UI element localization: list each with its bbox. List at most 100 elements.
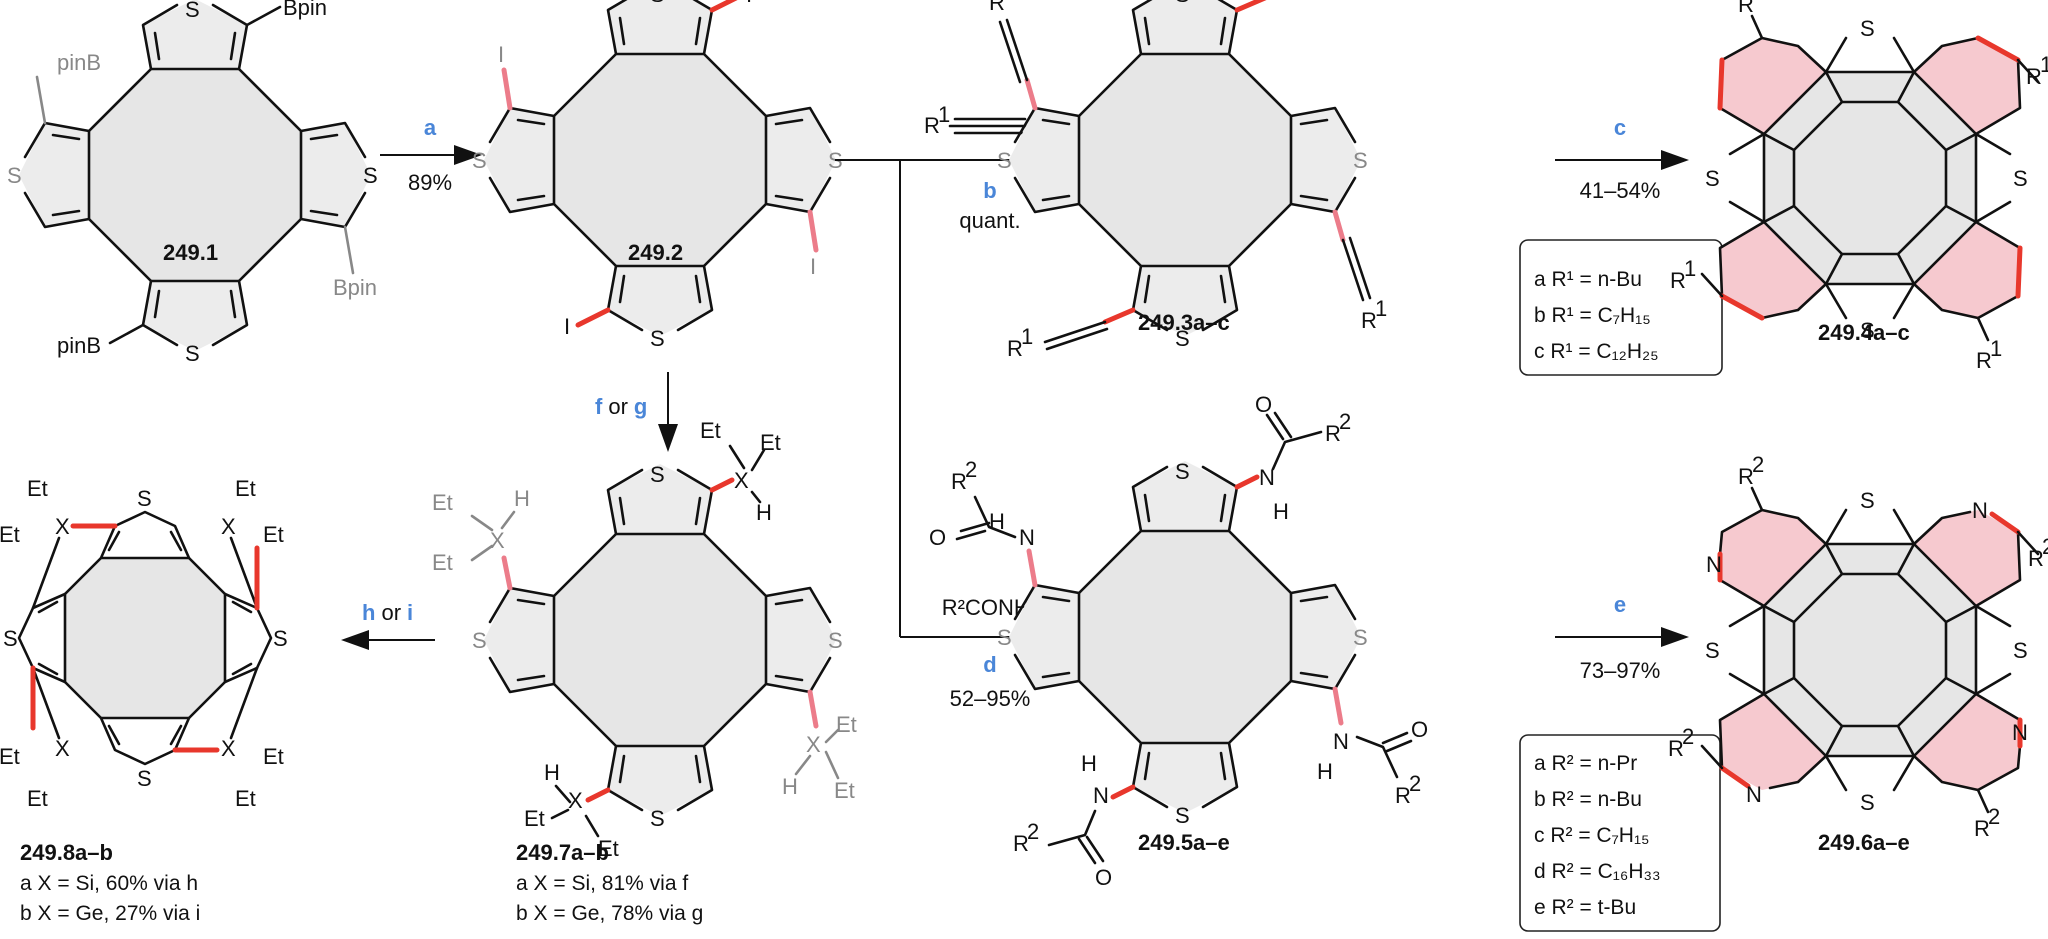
- svg-text:2: 2: [1752, 452, 1764, 477]
- svg-text:1: 1: [938, 102, 950, 127]
- svg-text:H: H: [756, 500, 772, 525]
- svg-text:Et: Et: [27, 786, 48, 811]
- substituent-entry: a R² = n-Pr: [1534, 752, 1637, 775]
- svg-text:S: S: [1175, 803, 1190, 828]
- svg-text:Et: Et: [432, 490, 453, 515]
- svg-text:S: S: [3, 626, 18, 651]
- svg-text:S: S: [472, 628, 487, 653]
- sulfur-label: S: [650, 0, 665, 7]
- svg-text:X: X: [734, 468, 749, 493]
- substituent-entry: b R¹ = C₇H₁₅: [1534, 304, 1651, 327]
- svg-text:41–54%: 41–54%: [1580, 178, 1661, 203]
- substituent-box-r2: [1519, 734, 1721, 932]
- svg-text:O: O: [1411, 717, 1428, 742]
- iodo-label: I: [564, 314, 570, 339]
- substituent-entry: e R² = t-Bu: [1534, 896, 1636, 919]
- sulfur-label: S: [185, 341, 200, 366]
- compound-id: 249.4a–c: [1818, 320, 1910, 345]
- svg-text:S: S: [1860, 16, 1875, 41]
- svg-text:R: R: [924, 113, 940, 138]
- svg-text:R: R: [2028, 546, 2044, 571]
- svg-text:S: S: [650, 806, 665, 831]
- svg-text:1: 1: [1375, 296, 1387, 321]
- svg-text:S: S: [1175, 0, 1190, 7]
- svg-text:1: 1: [1752, 0, 1764, 5]
- bpin-label: Bpin: [333, 275, 377, 300]
- svg-text:1: 1: [2040, 52, 2048, 77]
- compound-note: a X = Si, 81% via f: [516, 872, 688, 895]
- svg-text:X: X: [490, 528, 505, 553]
- svg-text:N: N: [1259, 465, 1275, 490]
- step-yield: 52–95%: [950, 686, 1031, 711]
- svg-text:S: S: [1860, 790, 1875, 815]
- compound-note: b X = Ge, 27% via i: [20, 902, 200, 925]
- substituent-box-r1: [1519, 239, 1723, 376]
- substituent-entry: b R² = n-Bu: [1534, 788, 1642, 811]
- svg-text:R: R: [1668, 736, 1684, 761]
- svg-text:S: S: [1353, 148, 1368, 173]
- svg-text:S: S: [2013, 638, 2028, 663]
- compound-249-8: S S S S X X X X Et Et Et Et Et Et Et Et: [0, 476, 288, 811]
- svg-text:X: X: [55, 736, 70, 761]
- iodo-label: I: [498, 42, 504, 67]
- step-letter: a: [424, 115, 437, 140]
- svg-text:2: 2: [2042, 534, 2048, 559]
- svg-text:H: H: [514, 486, 530, 511]
- svg-text:R: R: [1976, 348, 1992, 373]
- svg-text:O: O: [929, 525, 946, 550]
- svg-text:X: X: [55, 514, 70, 539]
- iodo-label: I: [746, 0, 752, 7]
- sulfur-label: S: [363, 163, 378, 188]
- compound-249-2: S S S S I I I I: [472, 0, 843, 351]
- svg-text:S: S: [997, 148, 1012, 173]
- svg-text:2: 2: [1988, 804, 2000, 829]
- svg-text:R: R: [1974, 816, 1990, 841]
- svg-text:R: R: [1395, 783, 1411, 808]
- svg-text:N: N: [1333, 729, 1349, 754]
- svg-text:N: N: [1093, 783, 1109, 808]
- iodo-label: I: [810, 254, 816, 279]
- substituent-entry: c R¹ = C₁₂H₂₅: [1534, 340, 1659, 363]
- svg-text:S: S: [137, 766, 152, 791]
- svg-text:N: N: [1972, 498, 1988, 523]
- svg-text:Et: Et: [760, 430, 781, 455]
- svg-text:N: N: [1746, 782, 1762, 807]
- svg-text:Et: Et: [263, 744, 284, 769]
- svg-text:X: X: [568, 788, 583, 813]
- compound-249-5: S S S S N H O R 2 N H O R 2 N H O R 2 N …: [929, 392, 1428, 890]
- svg-text:Et: Et: [27, 476, 48, 501]
- svg-text:S: S: [1860, 488, 1875, 513]
- svg-text:Et: Et: [235, 476, 256, 501]
- svg-text:R: R: [1013, 831, 1029, 856]
- svg-text:S: S: [1175, 326, 1190, 351]
- svg-text:2: 2: [1682, 724, 1694, 749]
- svg-text:R: R: [1325, 421, 1341, 446]
- svg-text:S: S: [1353, 625, 1368, 650]
- svg-text:S: S: [1705, 638, 1720, 663]
- svg-text:Et: Et: [834, 778, 855, 803]
- svg-text:1: 1: [1684, 256, 1696, 281]
- compound-id: 249.2: [628, 240, 683, 265]
- svg-text:73–97%: 73–97%: [1580, 658, 1661, 683]
- substituent-entry: c R² = C₇H₁₅: [1534, 824, 1650, 847]
- svg-text:X: X: [221, 514, 236, 539]
- svg-text:2: 2: [965, 457, 977, 482]
- compound-id: 249.3a–c: [1138, 310, 1230, 335]
- svg-text:S: S: [2013, 166, 2028, 191]
- pinb-label: pinB: [57, 333, 101, 358]
- svg-text:S: S: [273, 626, 288, 651]
- compound-id: 249.8a–b: [20, 840, 113, 865]
- svg-text:S: S: [997, 625, 1012, 650]
- compound-note: b X = Ge, 78% via g: [516, 902, 703, 925]
- branch-line: [835, 159, 901, 637]
- svg-text:N: N: [2012, 720, 2028, 745]
- compound-249-6: S S S S N N N N R 2 R 2 R 2 R 2: [1668, 452, 2048, 841]
- step-letter: b: [983, 178, 996, 203]
- svg-text:H: H: [544, 760, 560, 785]
- svg-text:S: S: [1705, 166, 1720, 191]
- svg-text:R: R: [1361, 308, 1377, 333]
- substituent-entry: d R² = C₁₆H₃₃: [1534, 860, 1661, 883]
